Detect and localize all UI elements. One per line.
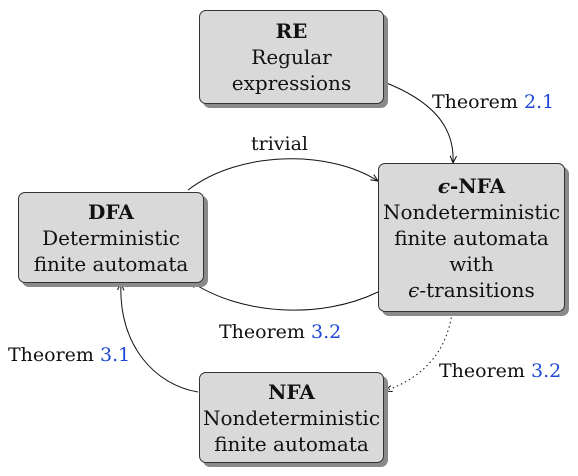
node-re: RE Regular expressions — [199, 10, 384, 104]
node-nfa-line-2: finite automata — [214, 431, 369, 456]
node-re-title: RE — [275, 19, 308, 43]
node-nfa: NFA Nondeterministic finite automata — [199, 372, 384, 463]
node-nfa-title: NFA — [268, 379, 315, 404]
edge-re-to-enfa — [383, 81, 453, 163]
node-re-line-1: Regular — [251, 45, 332, 69]
edge-nfa-to-dfa — [121, 283, 199, 393]
theorem-ref: 3.2 — [530, 360, 562, 382]
theorem-ref: 3.2 — [310, 321, 342, 343]
node-enfa-line-1: Nondeterministic — [382, 199, 561, 224]
edge-enfa-to-dfa — [190, 281, 379, 311]
edge-label-enfa-to-dfa: Theorem 3.2 — [219, 321, 342, 343]
node-enfa-title: ϵ-NFA — [437, 173, 506, 198]
node-dfa: DFA Deterministic finite automata — [18, 192, 204, 283]
node-enfa: ϵ-NFA Nondeterministic finite automata w… — [378, 163, 565, 312]
edge-label-enfa-to-nfa: Theorem 3.2 — [439, 360, 562, 382]
edge-label-re-to-enfa: Theorem 2.1 — [432, 91, 555, 113]
edge-dfa-to-enfa — [187, 158, 378, 191]
theorem-ref: 2.1 — [523, 91, 555, 113]
edge-label-dfa-to-enfa: trivial — [251, 133, 309, 155]
epsilon-symbol: ϵ — [437, 173, 451, 198]
node-dfa-line-2: finite automata — [33, 251, 189, 276]
node-enfa-line-3: with — [449, 251, 494, 276]
node-re-line-2: expressions — [231, 71, 352, 95]
node-nfa-line-1: Nondeterministic — [202, 405, 381, 430]
theorem-ref: 3.1 — [99, 344, 131, 366]
edge-enfa-to-nfa — [385, 312, 453, 391]
edge-label-nfa-to-dfa: Theorem 3.1 — [8, 344, 131, 366]
node-dfa-title: DFA — [88, 199, 134, 224]
node-enfa-line-4: ϵ-transitions — [408, 277, 535, 302]
epsilon-symbol: ϵ — [408, 277, 420, 302]
node-dfa-line-1: Deterministic — [42, 225, 180, 250]
node-enfa-line-2: finite automata — [394, 225, 549, 250]
